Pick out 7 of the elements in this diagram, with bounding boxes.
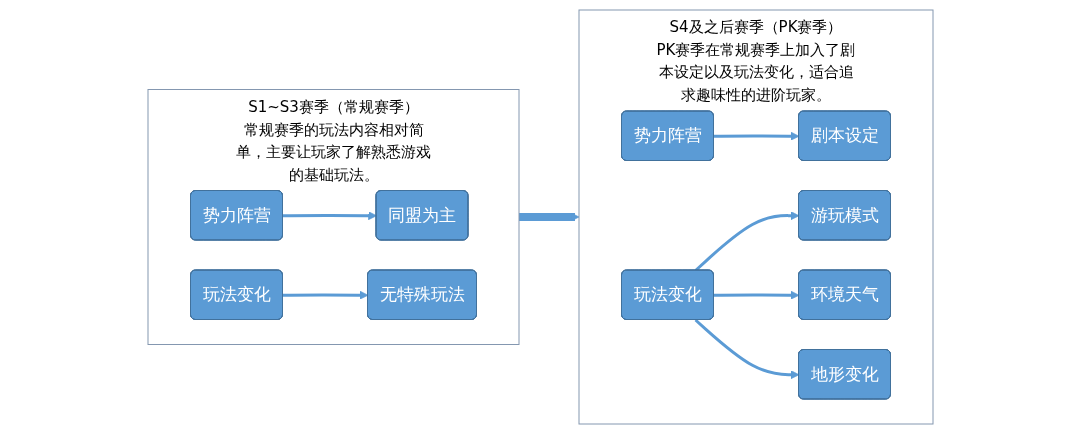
- arrow: [282, 211, 377, 221]
- arrow: [713, 290, 799, 300]
- arrow: [713, 131, 799, 141]
- arrow: [282, 290, 368, 300]
- arrow: [518, 212, 579, 222]
- arrow: [694, 211, 799, 272]
- arrow: [694, 318, 799, 380]
